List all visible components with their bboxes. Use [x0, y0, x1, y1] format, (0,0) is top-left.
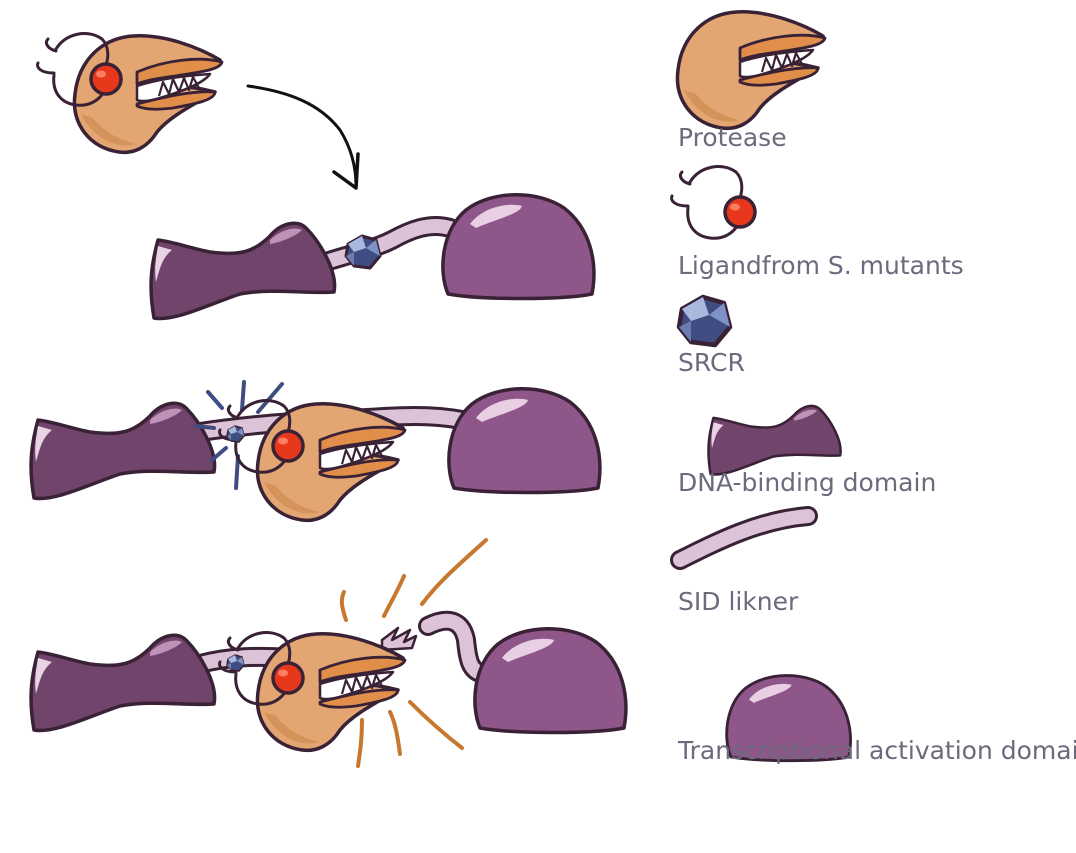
cleaved-end [380, 626, 418, 652]
legend-dna-binding-icon [707, 404, 842, 476]
srcr-gem [226, 425, 245, 443]
legend-sid-linker-icon [670, 506, 818, 570]
construct-step-2 [149, 192, 596, 321]
legend-label-srcr: SRCR [678, 348, 745, 377]
srcr-gem [226, 654, 245, 672]
legend-srcr-icon [679, 297, 730, 345]
reaction-arrow [246, 84, 360, 190]
legend-ligand-icon [669, 164, 757, 241]
construct-step-3 [29, 380, 602, 523]
protease-docked [255, 402, 407, 523]
dna-binding-domain [29, 401, 217, 501]
free-protease [72, 34, 224, 155]
cleavage-burst [339, 538, 488, 768]
legend-protease-icon [675, 10, 827, 131]
srcr-gem [344, 234, 382, 270]
activation-domain [441, 192, 596, 301]
activation-domain [473, 626, 628, 735]
dna-binding-domain [149, 221, 337, 321]
legend-label-ligand: Ligandfrom S. mutants [678, 251, 964, 280]
construct-step-4 [29, 538, 628, 768]
legend-label-dna-binding: DNA-binding domain [678, 468, 937, 497]
legend-label-activation: Transcriptional activation domai [678, 736, 1076, 765]
legend-label-protease: Protease [678, 123, 787, 152]
legend-label-sid-linker: SID likner [678, 587, 799, 616]
activation-domain [447, 386, 602, 495]
dna-binding-domain [29, 633, 217, 733]
binding-sparks [194, 380, 284, 490]
